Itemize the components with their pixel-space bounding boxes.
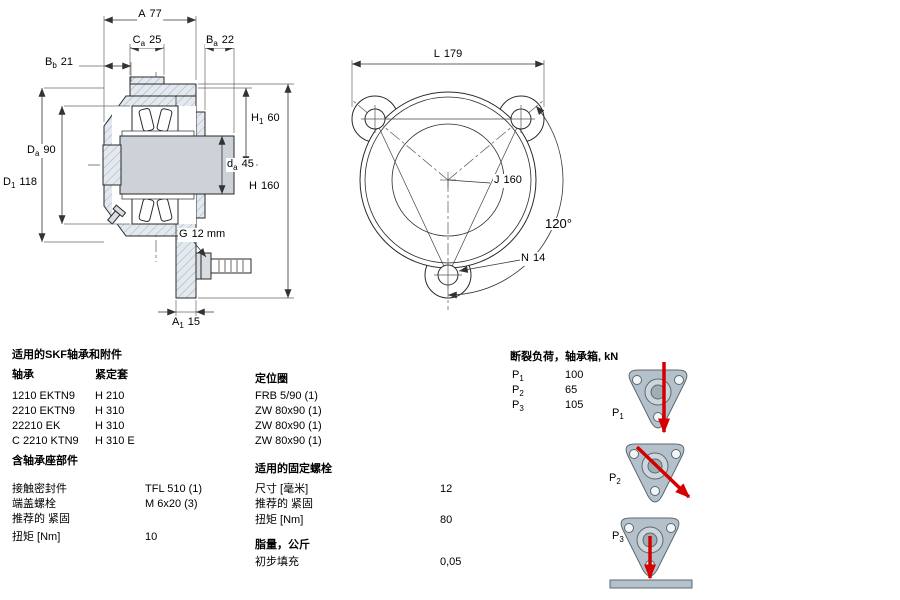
load-arrow-p2 (635, 445, 691, 499)
bearing-cell: 2210 EKTN9 (12, 405, 75, 417)
load-label: P2 (512, 384, 524, 399)
sleeve-cell: H 310 (95, 420, 125, 432)
bolt-value: 12 (440, 483, 453, 495)
sleeve-cell: H 210 (95, 390, 125, 402)
side-view-dimension-lines (351, 60, 564, 299)
housing-parts-title: 含轴承座部件 (12, 455, 78, 467)
bearings-table-title: 适用的SKF轴承和附件 (12, 349, 122, 361)
load-value: 100 (565, 369, 584, 381)
breaking-loads-title: 断裂负荷，轴承箱, kN (510, 351, 619, 363)
part-value: M 6x20 (3) (145, 498, 198, 510)
col-header-bearing: 轴承 (12, 369, 34, 381)
load-icon-3 (609, 517, 693, 589)
dim-label-angle: 120° (544, 216, 573, 231)
ring-cell: ZW 80x90 (1) (255, 405, 322, 417)
side-view-drawing (351, 91, 545, 310)
shaft-section (119, 135, 235, 195)
part-label: 接触密封件 (12, 483, 67, 495)
ring-cell: FRB 5/90 (1) (255, 390, 318, 402)
part-label: 端盖螺栓 (12, 498, 56, 510)
front-view-dimension-lines (38, 16, 294, 318)
top-boss (129, 76, 165, 85)
load-value: 65 (565, 384, 578, 396)
part-value: 10 (145, 531, 158, 543)
sleeve-cell: H 310 E (95, 435, 135, 447)
load-icon-2 (625, 443, 691, 503)
col-header-ring: 定位圈 (255, 373, 288, 385)
bearing-cell: 1210 EKTN9 (12, 390, 75, 402)
mounting-bolt (195, 252, 252, 280)
load-icons (609, 362, 693, 589)
grease-value: 0,05 (440, 556, 462, 568)
icon-label-p1: P1 (612, 407, 624, 422)
bolt-label: 尺寸 [毫米] (255, 483, 309, 495)
top-cap (129, 83, 197, 97)
icon-label-p3: P3 (612, 530, 624, 545)
attachment-bolts-title: 适用的固定螺栓 (255, 463, 332, 475)
ring-cell: ZW 80x90 (1) (255, 435, 322, 447)
bearing-rollers (138, 108, 173, 222)
bearing-cell: C 2210 KTN9 (12, 435, 79, 447)
grease-label: 初步填充 (255, 556, 299, 568)
icon-label-p2: P2 (609, 472, 621, 487)
sleeve-cell: H 310 (95, 405, 125, 417)
locknut (102, 144, 122, 186)
flange-plate (175, 235, 197, 299)
bolt-value: 80 (440, 514, 453, 526)
part-value: TFL 510 (1) (145, 483, 203, 495)
part-label: 推荐的 紧固 (12, 513, 71, 525)
load-icon-1 (628, 362, 688, 434)
part-label: 扭矩 [Nm] (12, 531, 61, 543)
load-value: 105 (565, 399, 584, 411)
bolt-label: 推荐的 紧固 (255, 498, 314, 510)
load-label: P1 (512, 369, 524, 384)
col-header-sleeve: 紧定套 (95, 369, 128, 381)
front-view-drawing (88, 72, 258, 299)
bolt-label: 扭矩 [Nm] (255, 514, 304, 526)
load-label: P3 (512, 399, 524, 414)
grease-title: 脂量，公斤 (255, 539, 310, 551)
ring-cell: ZW 80x90 (1) (255, 420, 322, 432)
mounting-base (609, 579, 693, 589)
bearing-cell: 22210 EK (12, 420, 61, 432)
grease-nipple (106, 204, 127, 225)
